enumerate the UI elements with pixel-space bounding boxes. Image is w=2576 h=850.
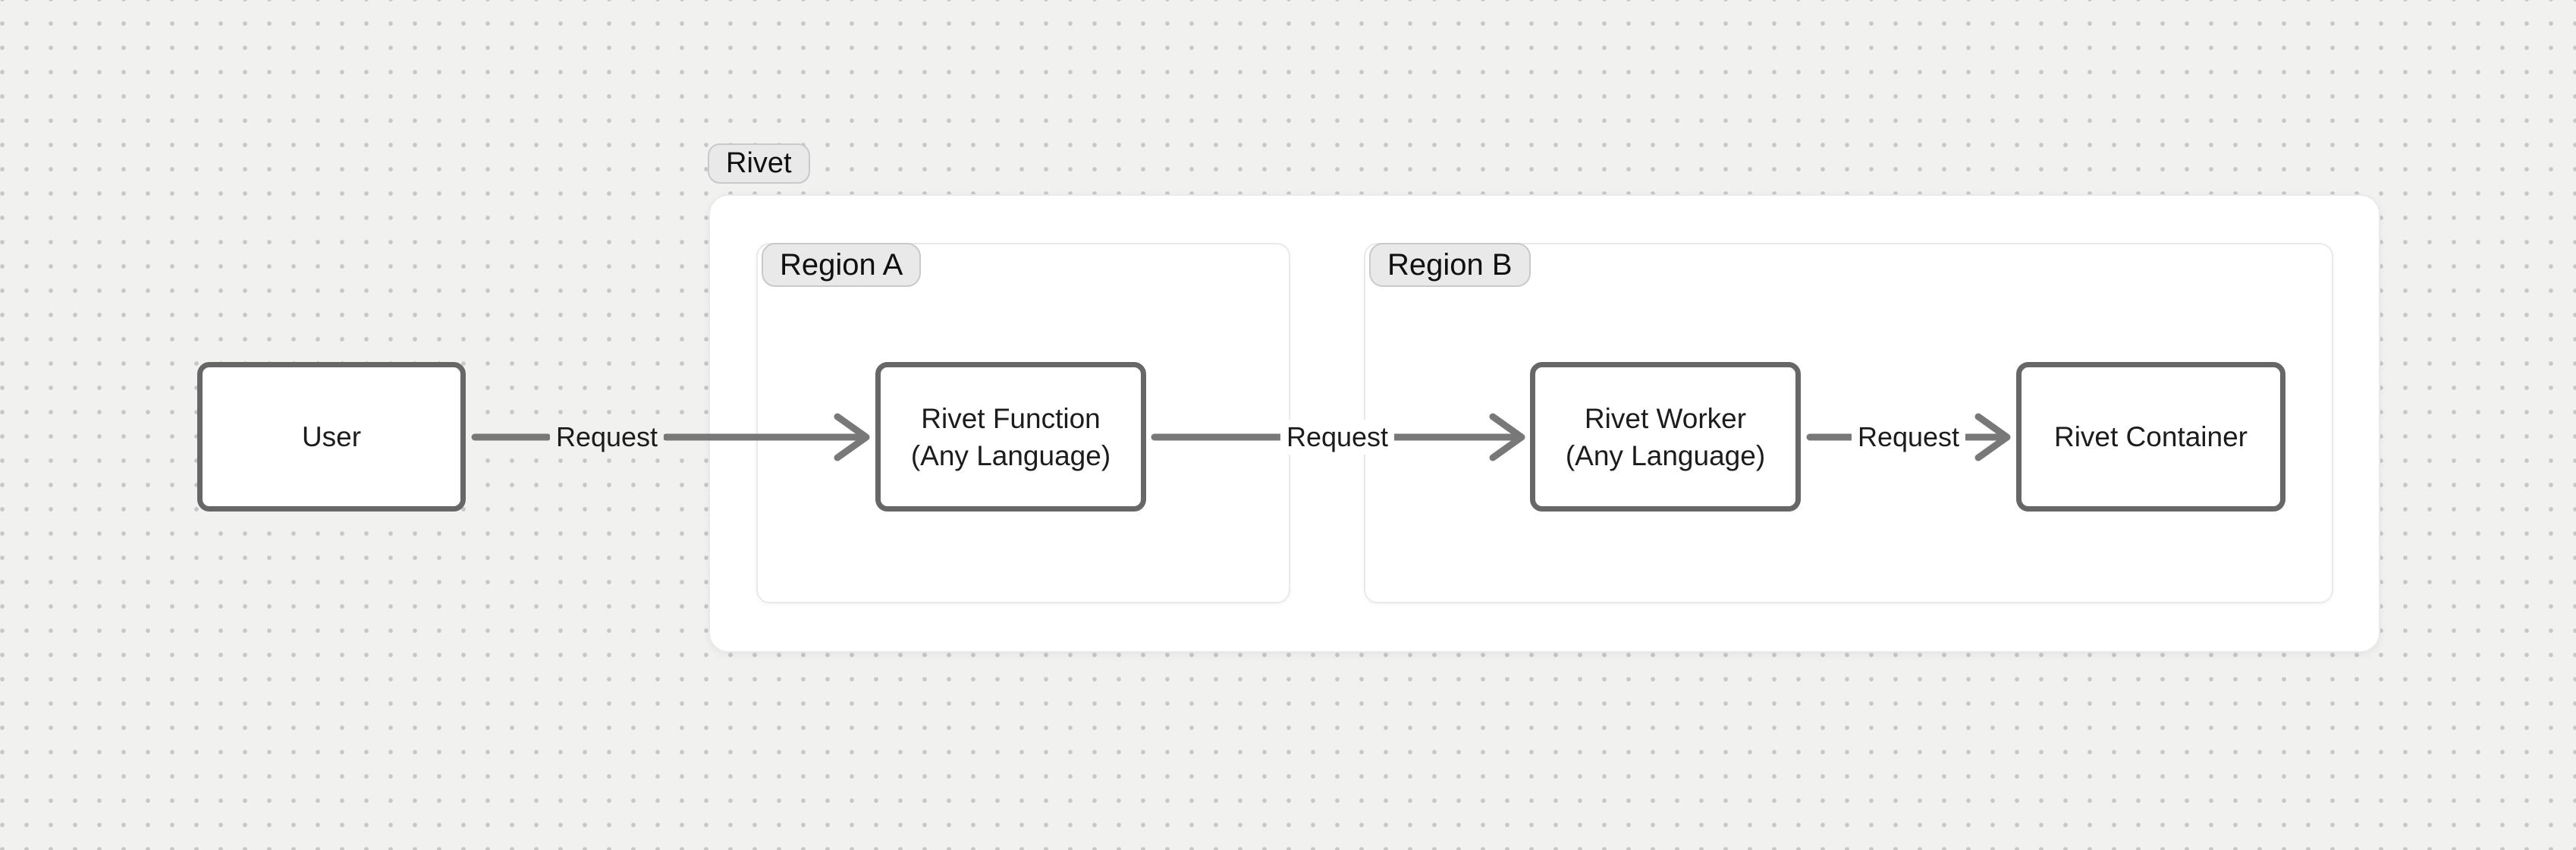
node-rivet-function: Rivet Function (Any Language) xyxy=(875,362,1146,512)
edge-label-request-2: Request xyxy=(1280,420,1395,455)
node-rivet-worker: Rivet Worker (Any Language) xyxy=(1530,362,1801,512)
rivet-group-label-pill: Rivet xyxy=(708,143,810,184)
region-b-label: Region B xyxy=(1387,247,1513,282)
node-label: Rivet Function xyxy=(921,402,1101,434)
node-sublabel: (Any Language) xyxy=(910,439,1111,471)
edge-label-request-3: Request xyxy=(1851,420,1966,455)
node-rivet-container: Rivet Container xyxy=(2016,362,2285,512)
rivet-group-label: Rivet xyxy=(726,147,792,179)
region-a-label-pill: Region A xyxy=(762,243,922,287)
node-user: User xyxy=(197,362,466,512)
region-b-label-pill: Region B xyxy=(1369,243,1531,287)
node-sublabel: (Any Language) xyxy=(1565,439,1766,471)
edge-label-request-1: Request xyxy=(549,420,664,455)
node-label: Rivet Container xyxy=(2053,421,2248,452)
node-label: Rivet Worker xyxy=(1584,402,1747,434)
region-a-label: Region A xyxy=(780,247,903,282)
region-b-container: Region B xyxy=(1364,243,2333,603)
node-label: User xyxy=(301,421,362,452)
